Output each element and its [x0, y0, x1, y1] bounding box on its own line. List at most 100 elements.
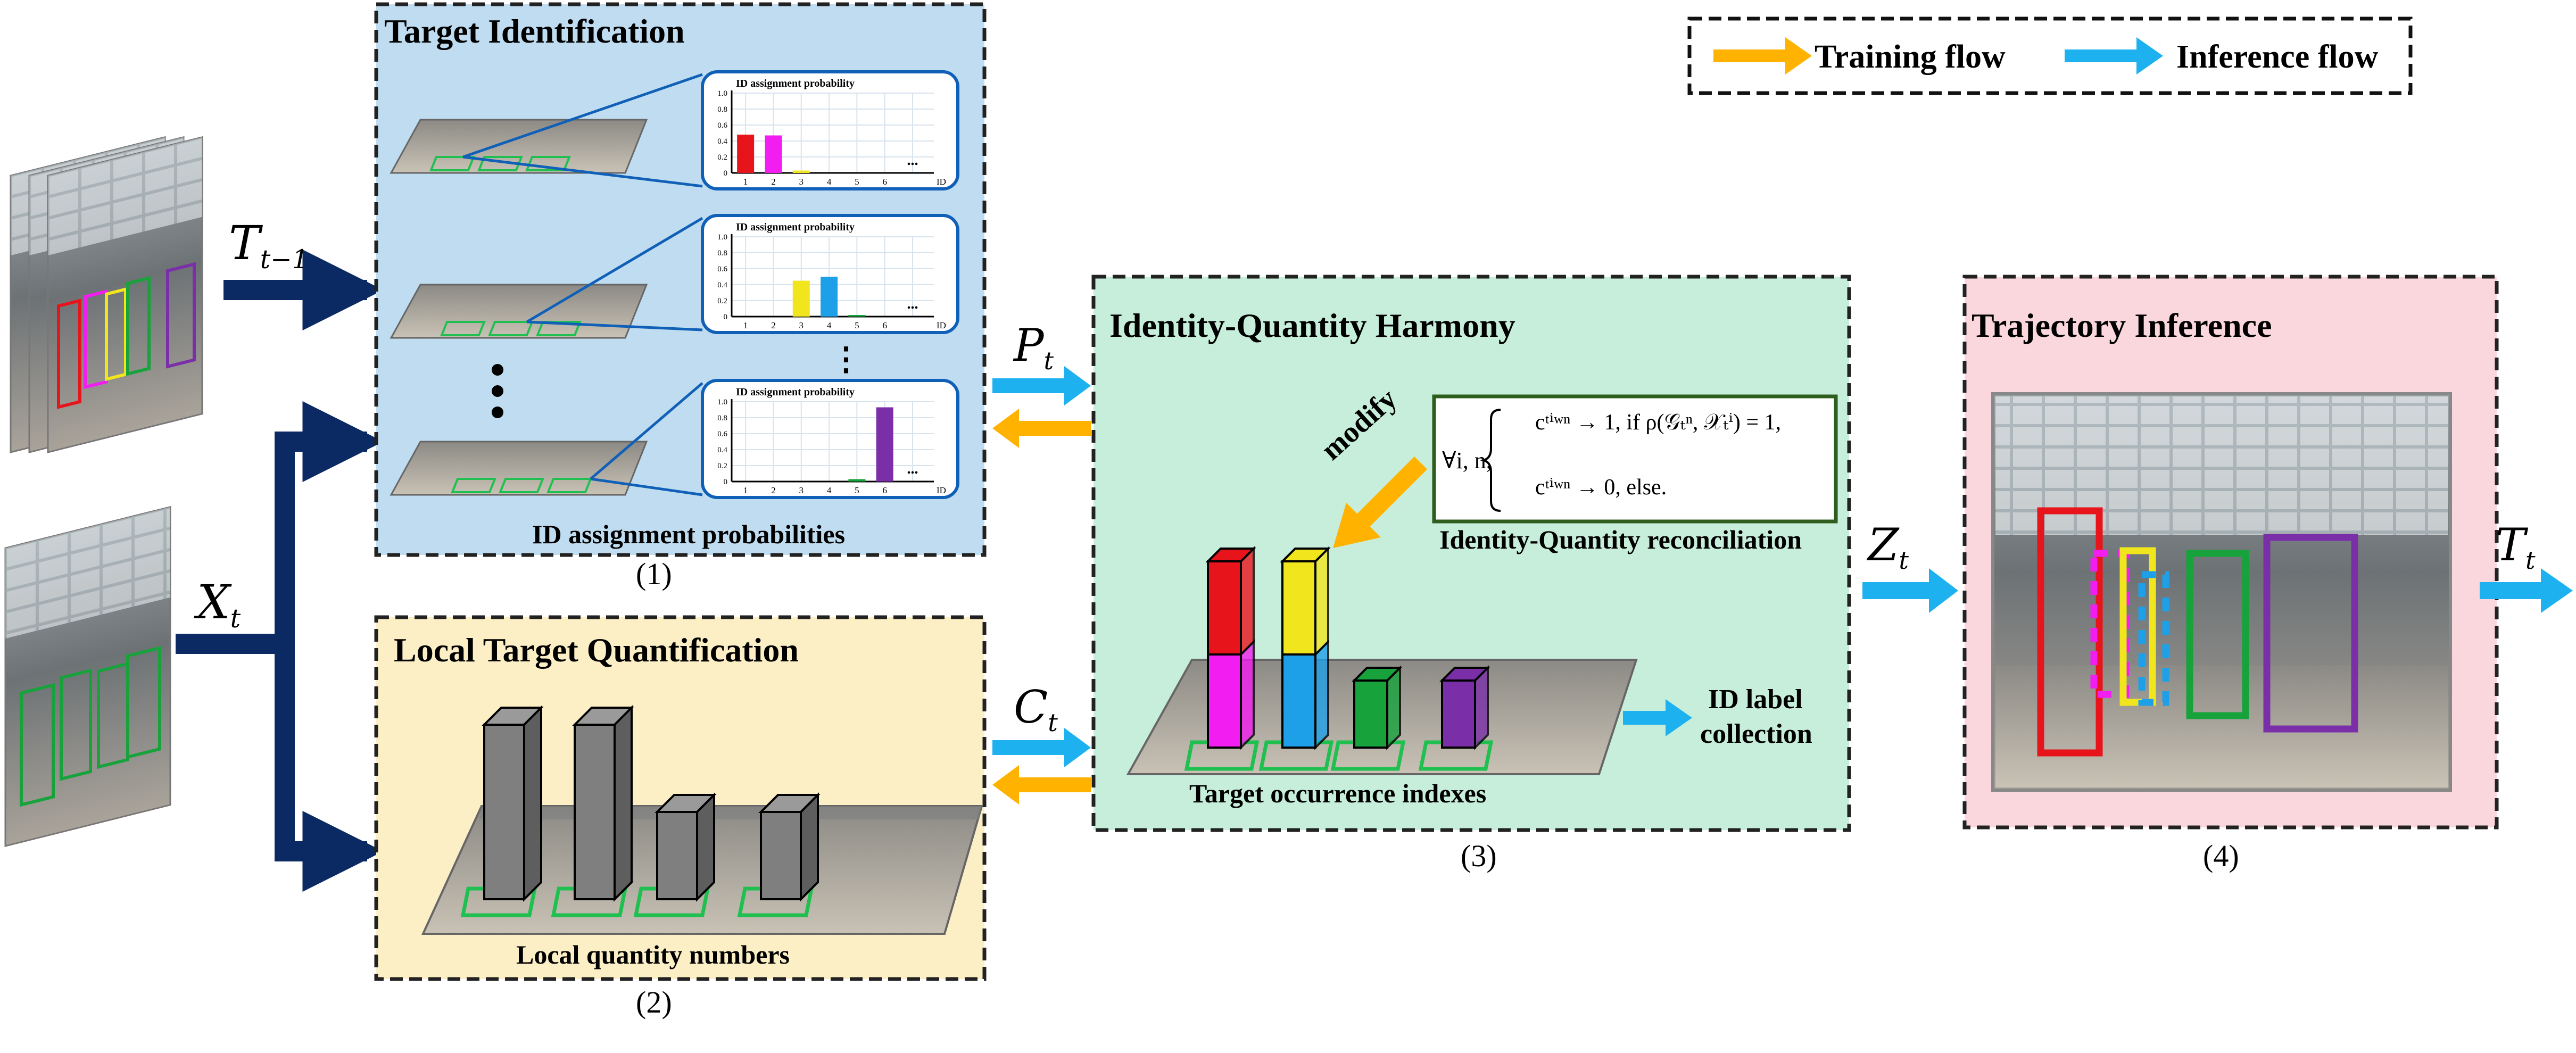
chart-bar: [792, 280, 810, 317]
occurrence-stacks: [1184, 546, 1494, 771]
chart-title: ID assignment probability: [736, 221, 855, 233]
chart-x-tick: 5: [855, 320, 859, 330]
chart-leader-line: [590, 382, 703, 480]
previous-frames-stack: [10, 136, 203, 453]
chart-x-tick: 2: [771, 485, 776, 495]
z-flow-arrow: [1862, 568, 1958, 613]
legend-training-label: Training flow: [1815, 39, 2006, 75]
chart-frame: [701, 214, 959, 334]
id-label-line1: ID label: [1708, 684, 1803, 715]
identification-frames: [390, 73, 703, 496]
chart-bar: [848, 315, 866, 317]
chart-x-label: ID: [937, 177, 946, 187]
chart-y-tick: 0.6: [717, 121, 727, 130]
reconciliation-caption: Identity-Quantity reconciliation: [1439, 525, 1802, 554]
panel2-title: Local Target Quantification: [394, 631, 799, 669]
quantity-bar: [551, 705, 634, 917]
panel3-footer: Target occurrence indexes: [1189, 778, 1487, 808]
chart-x-tick: 3: [799, 320, 804, 330]
chart-x-tick: 2: [771, 177, 776, 187]
chart-y-tick: 0.2: [717, 462, 727, 470]
tracking-box: [2037, 507, 2103, 757]
chart-y-tick: 0.4: [717, 446, 727, 454]
legend-inference-label: Inference flow: [2176, 39, 2379, 75]
id-label-line2: collection: [1700, 719, 1812, 749]
p-flow-symbol: Pt: [1014, 319, 1054, 376]
quantity-bar: [737, 792, 821, 917]
quantity-bars: [460, 705, 821, 917]
chart-bar: [821, 277, 838, 317]
chart-x-tick: 5: [855, 485, 859, 495]
occurrence-segment: [1281, 653, 1316, 749]
chart-x-tick: 4: [827, 485, 832, 495]
panel2-number: (2): [636, 985, 672, 1019]
chart-y-tick: 0.4: [717, 281, 727, 289]
chart-y-tick: 0.2: [717, 153, 727, 162]
chart-y-tick: 1.0: [717, 398, 727, 407]
vertical-dots: [492, 364, 503, 418]
chart-bar: [792, 170, 810, 173]
chart-x-tick: 4: [827, 320, 832, 330]
chart-x-tick: 6: [882, 177, 887, 187]
c-flow-backward-arrow: [992, 765, 1091, 805]
current-frame: [4, 505, 171, 847]
panel2-footer: Local quantity numbers: [516, 940, 790, 969]
chart-x-tick: 3: [799, 485, 804, 495]
chart-more-ellipsis: ...: [907, 152, 918, 169]
chart-more-ellipsis: ...: [907, 296, 918, 312]
legend-box: [1687, 16, 2413, 95]
p-flow-forward-arrow: [992, 366, 1091, 405]
chart-ellipsis: ⋮: [830, 342, 862, 377]
modify-label: modify: [1314, 382, 1404, 467]
chart-x-tick: 6: [882, 485, 887, 495]
chart-x-label: ID: [937, 320, 946, 330]
chart-bar: [876, 407, 893, 482]
panel3-title: Identity-Quantity Harmony: [1109, 306, 1515, 344]
chart-x-tick: 6: [882, 320, 887, 330]
trajectory-scene: [1991, 392, 2452, 792]
chart-x-tick: 3: [799, 177, 804, 187]
chart-x-tick: 4: [827, 177, 832, 187]
frames-to-quantification-arrow: [275, 644, 384, 892]
occurrence-segment: [1441, 679, 1476, 749]
input-connectors: [176, 250, 384, 892]
chart-y-tick: 0: [724, 169, 728, 178]
identification-charts: 0 0.2 0.4 0.6 0.8 1.0 1 2 3 4 5 6... ID ID assignment…: [701, 70, 959, 499]
panel4-title: Trajectory Inference: [1972, 306, 2272, 344]
chart-y-tick: 0: [724, 478, 728, 486]
quantity-bar: [460, 705, 544, 917]
chart-leader-line: [526, 320, 703, 331]
output-flow-arrow: [2480, 568, 2573, 613]
formula-case1: cᵗⁱʷⁿ → 1, if ρ(𝒢ₜⁿ, 𝒳ₜⁱ) = 1,: [1535, 410, 1782, 435]
chart-y-tick: 0: [724, 313, 728, 321]
training-flow-swatch: [1713, 37, 1812, 74]
formula-box: [1432, 394, 1838, 524]
chart-leader-line: [462, 155, 703, 188]
chart-y-tick: 0.8: [717, 105, 727, 114]
panel1-number: (1): [636, 557, 672, 591]
identification-frame: [390, 382, 703, 496]
trajectory-boxes: [2037, 507, 2358, 757]
chart-y-tick: 1.0: [717, 233, 727, 242]
inference-flow-swatch: [2065, 37, 2163, 74]
occurrence-stack: [1184, 546, 1260, 771]
chart-more-ellipsis: ...: [907, 461, 918, 477]
chart-x-tick: 1: [743, 320, 748, 330]
chart-leader-line: [526, 217, 703, 324]
chart-frame: [701, 379, 959, 499]
formula-case2: cᵗⁱʷⁿ → 0, else.: [1535, 475, 1667, 500]
chart-bar: [737, 135, 755, 173]
z-flow-symbol: Zt: [1868, 519, 1909, 575]
tracking-box: [2186, 550, 2249, 719]
chart-y-tick: 0.8: [717, 414, 727, 422]
chart-y-tick: 0.2: [717, 297, 727, 305]
formula-quantifier: ∀i, n,: [1442, 447, 1492, 474]
identification-frame: [390, 217, 703, 339]
occurrence-segment: [1207, 560, 1242, 656]
chart-y-tick: 0.6: [717, 265, 727, 273]
modify-arrow: [1333, 456, 1428, 548]
chart-x-label: ID: [937, 485, 946, 495]
